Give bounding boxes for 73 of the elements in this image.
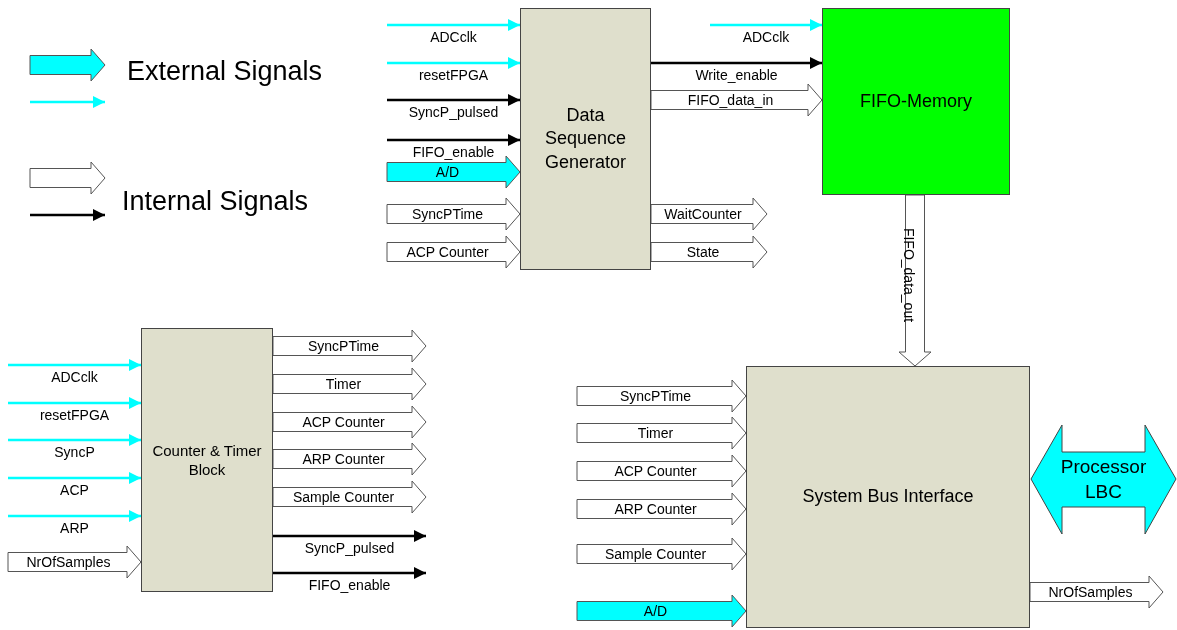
edge-label: FIFO_enable	[308, 577, 391, 593]
arrow	[387, 93, 520, 107]
block-box: FIFO-Memory	[822, 8, 1010, 195]
hollow-arrow	[272, 329, 427, 363]
edge-label: ARP	[60, 520, 89, 536]
hollow-arrow	[272, 480, 427, 514]
hollow-arrow	[650, 83, 823, 117]
arrow	[387, 56, 520, 70]
edge-label: resetFPGA	[418, 67, 489, 83]
edge-label: SyncP_pulsed	[408, 104, 499, 120]
arrow	[710, 18, 822, 32]
arrow	[387, 133, 520, 147]
arrow	[8, 509, 141, 523]
edge-label: resetFPGA	[39, 407, 110, 423]
arrow	[8, 396, 141, 410]
edge-label: ADCclk	[742, 29, 790, 45]
hollow-arrow	[272, 367, 427, 401]
hollow-arrow	[272, 405, 427, 439]
edge-label: Timer	[637, 425, 674, 441]
edge-label: FIFO_enable	[412, 144, 495, 160]
edge-label: SyncPTime	[619, 388, 692, 404]
edge-label: ACP	[60, 482, 89, 498]
edge-label: NrOfSamples	[1048, 584, 1133, 600]
arrow	[273, 566, 426, 580]
edge-label: State	[686, 244, 720, 260]
edge-label: FIFO_data_in	[687, 92, 774, 108]
hollow-arrow	[1029, 575, 1164, 609]
hollow-arrow	[386, 155, 521, 189]
hollow-arrow	[386, 197, 521, 231]
edge-label: A/D	[435, 164, 460, 180]
hollow-arrow	[386, 235, 521, 269]
edge-label: ACP Counter	[614, 463, 697, 479]
edge-label: FIFO_data_out	[901, 227, 917, 322]
edge-label: Write_enable	[695, 67, 778, 83]
arrow	[8, 433, 141, 447]
arrow	[8, 358, 141, 372]
hollow-arrow	[576, 492, 747, 526]
edge-label: ADCclk	[430, 29, 477, 45]
arrow	[387, 18, 520, 32]
edge-label: WaitCounter	[664, 206, 742, 222]
hollow-arrow	[650, 235, 768, 269]
block-box: Data Sequence Generator	[520, 8, 651, 270]
hollow-arrow	[898, 194, 932, 367]
legend-text: External Signals	[127, 56, 323, 87]
hollow-arrow	[576, 537, 747, 571]
edge-label: Sample Counter	[292, 489, 395, 505]
edge-label: SyncPTime	[307, 338, 380, 354]
edge-label: A/D	[643, 603, 668, 619]
edge-label: ACP Counter	[406, 244, 489, 260]
legend-text: Internal Signals	[122, 186, 309, 217]
edge-label: ADCclk	[51, 369, 98, 385]
arrow	[8, 471, 141, 485]
edge-label: ARP Counter	[614, 501, 697, 517]
edge-label: SyncP_pulsed	[304, 540, 395, 556]
hollow-arrow	[576, 379, 747, 413]
hollow-arrow	[576, 594, 747, 628]
edge-label: SyncP	[54, 444, 95, 460]
hollow-arrow	[576, 416, 747, 450]
block-box: Counter & Timer Block	[141, 328, 273, 592]
arrow	[651, 56, 822, 70]
double-arrow-shape: Processor LBC	[1030, 424, 1177, 535]
edge-label: ARP Counter	[302, 451, 385, 467]
block-box: System Bus Interface	[746, 366, 1030, 628]
arrow	[273, 529, 426, 543]
hollow-arrow	[272, 442, 427, 476]
hollow-arrow	[576, 454, 747, 488]
edge-label: ACP Counter	[302, 414, 385, 430]
edge-label: NrOfSamples	[26, 554, 111, 570]
edge-label: Sample Counter	[604, 546, 707, 562]
hollow-arrow	[7, 545, 142, 579]
edge-label: Timer	[325, 376, 362, 392]
hollow-arrow	[650, 197, 768, 231]
edge-label: SyncPTime	[411, 206, 484, 222]
